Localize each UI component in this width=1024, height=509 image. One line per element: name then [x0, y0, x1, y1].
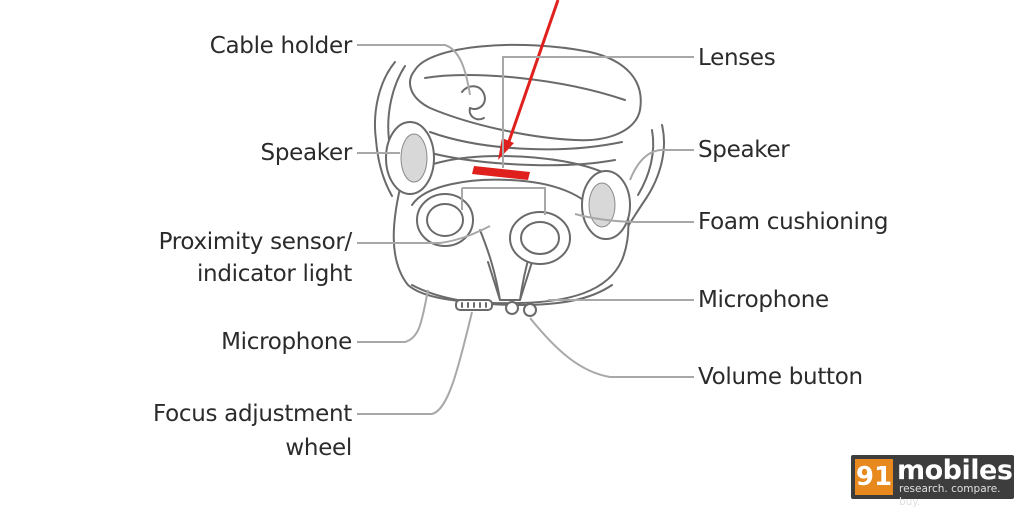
- label-cable-holder: Cable holder: [209, 33, 353, 59]
- label-lenses: Lenses: [698, 45, 776, 71]
- label-speaker-left: Speaker: [260, 140, 353, 166]
- leader-lines: [357, 44, 694, 415]
- label-foam-cushioning: Foam cushioning: [698, 209, 889, 235]
- label-proximity-sensor-line1: Proximity sensor/: [158, 229, 353, 255]
- label-speaker-right: Speaker: [698, 137, 790, 163]
- label-proximity-sensor-line2: indicator light: [196, 261, 352, 287]
- label-microphone-right: Microphone: [698, 287, 829, 313]
- label-focus-wheel-line1: Focus adjustment: [152, 401, 352, 427]
- label-microphone-left: Microphone: [221, 329, 352, 355]
- label-focus-wheel-line2: wheel: [285, 435, 352, 461]
- watermark-number: 91: [855, 459, 893, 495]
- label-volume-button: Volume button: [698, 364, 863, 390]
- watermark-tagline: research. compare. buy.: [899, 483, 1001, 508]
- speaker-left-shape: [385, 121, 435, 195]
- red-highlight-mark: [472, 166, 530, 180]
- headset-outline: [374, 43, 665, 317]
- speaker-right-shape: [581, 170, 631, 240]
- watermark-wordmark: mobiles: [897, 455, 1013, 486]
- watermark-logo: 91 mobiles research. compare. buy.: [851, 455, 1014, 508]
